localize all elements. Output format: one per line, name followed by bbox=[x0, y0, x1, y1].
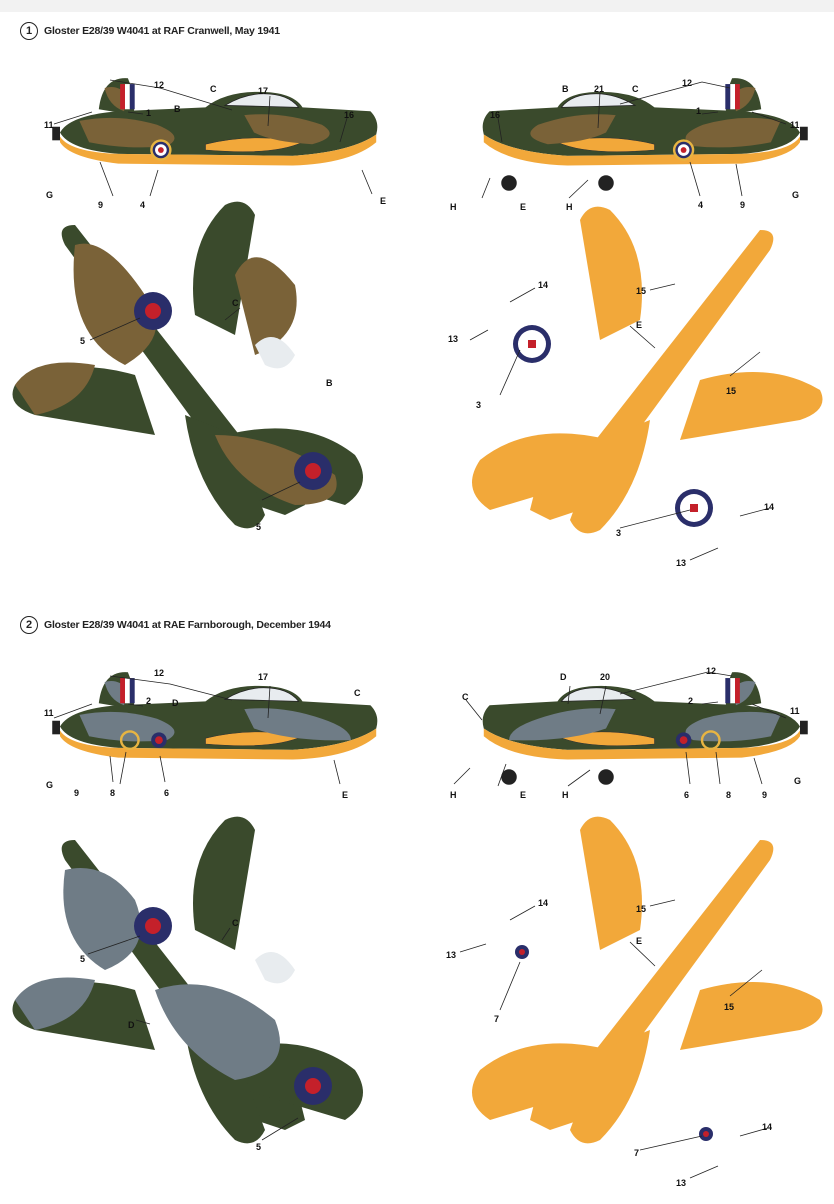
callout: E bbox=[520, 790, 526, 800]
callout: 12 bbox=[682, 78, 692, 88]
callout: 12 bbox=[706, 666, 716, 676]
top-strip bbox=[0, 0, 834, 12]
callout: 20 bbox=[600, 672, 610, 682]
scheme-2-header: 2 Gloster E28/39 W4041 at RAE Farnboroug… bbox=[20, 614, 331, 636]
callout: 8 bbox=[726, 790, 731, 800]
callout: G bbox=[794, 776, 801, 786]
callout: 4 bbox=[698, 200, 703, 210]
callout: E bbox=[342, 790, 348, 800]
callout: G bbox=[792, 190, 799, 200]
callout: 14 bbox=[762, 1122, 772, 1132]
callout: H bbox=[566, 202, 573, 212]
callout: 17 bbox=[258, 672, 268, 682]
scheme-1-number: 1 bbox=[20, 22, 38, 40]
callout: 13 bbox=[446, 950, 456, 960]
callout: 14 bbox=[538, 280, 548, 290]
callout: C bbox=[462, 692, 469, 702]
scheme-1-header: 1 Gloster E28/39 W4041 at RAF Cranwell, … bbox=[20, 20, 280, 42]
callout: 13 bbox=[676, 558, 686, 568]
callout: 4 bbox=[140, 200, 145, 210]
callout: C bbox=[210, 84, 217, 94]
callout: C bbox=[232, 298, 239, 308]
callout: 9 bbox=[740, 200, 745, 210]
callout: 13 bbox=[676, 1178, 686, 1188]
callout: 2 bbox=[146, 696, 151, 706]
callout: 8 bbox=[110, 788, 115, 798]
callout: B bbox=[174, 104, 181, 114]
callout: 15 bbox=[726, 386, 736, 396]
callout: 3 bbox=[616, 528, 621, 538]
scheme-2-top-view bbox=[12, 816, 363, 1144]
callout: D bbox=[560, 672, 567, 682]
callout: D bbox=[172, 698, 179, 708]
callout: G bbox=[46, 190, 53, 200]
callout: 14 bbox=[538, 898, 548, 908]
scheme-1-left-profile bbox=[52, 77, 378, 167]
callout: H bbox=[450, 202, 457, 212]
scheme-2-number: 2 bbox=[20, 616, 38, 634]
callout: C bbox=[632, 84, 639, 94]
scheme-1-title: Gloster E28/39 W4041 at RAF Cranwell, Ma… bbox=[44, 25, 280, 37]
callout: 16 bbox=[490, 110, 500, 120]
callout: E bbox=[520, 202, 526, 212]
scheme-2-title: Gloster E28/39 W4041 at RAE Farnborough,… bbox=[44, 619, 331, 631]
callout: 11 bbox=[44, 708, 54, 718]
callout: 7 bbox=[634, 1148, 639, 1158]
scheme-2-left-profile bbox=[52, 671, 378, 761]
scheme-1-right-profile bbox=[482, 77, 808, 191]
callout: 7 bbox=[494, 1014, 499, 1024]
callout: E bbox=[636, 936, 642, 946]
callout: 6 bbox=[164, 788, 169, 798]
callout: 2 bbox=[688, 696, 693, 706]
callout: 15 bbox=[636, 904, 646, 914]
callout: E bbox=[380, 196, 386, 206]
callout: 11 bbox=[790, 706, 800, 716]
callout: 12 bbox=[154, 80, 164, 90]
callout: 21 bbox=[594, 84, 604, 94]
callout: 9 bbox=[98, 200, 103, 210]
callout: G bbox=[46, 780, 53, 790]
callout: 5 bbox=[80, 336, 85, 346]
callout: 17 bbox=[258, 86, 268, 96]
callout: 12 bbox=[154, 668, 164, 678]
callout: 3 bbox=[476, 400, 481, 410]
callout: 5 bbox=[256, 522, 261, 532]
scheme-1-top-view bbox=[12, 201, 363, 529]
callout: H bbox=[562, 790, 569, 800]
callout: 14 bbox=[764, 502, 774, 512]
callout: E bbox=[636, 320, 642, 330]
callout: 11 bbox=[790, 120, 800, 130]
callout: 15 bbox=[636, 286, 646, 296]
callout: 15 bbox=[724, 1002, 734, 1012]
callout: D bbox=[128, 1020, 135, 1030]
leader-lines bbox=[53, 79, 787, 1179]
callout: 1 bbox=[696, 106, 701, 116]
callout: 16 bbox=[344, 110, 354, 120]
scheme-2-bottom-view bbox=[472, 816, 823, 1144]
callout-labels: 11 12 1 B C 17 16 G 9 4 E B 21 C 12 1 11… bbox=[44, 78, 801, 1188]
callout: 13 bbox=[448, 334, 458, 344]
callout: C bbox=[232, 918, 239, 928]
callout: H bbox=[450, 790, 457, 800]
callout: 5 bbox=[80, 954, 85, 964]
callout: 5 bbox=[256, 1142, 261, 1152]
scheme-1-bottom-view bbox=[472, 206, 823, 534]
callout: 9 bbox=[74, 788, 79, 798]
callout: 1 bbox=[146, 108, 151, 118]
callout: C bbox=[354, 688, 361, 698]
callout: 6 bbox=[684, 790, 689, 800]
scheme-2-right-profile bbox=[482, 671, 808, 785]
callout: 11 bbox=[44, 120, 54, 130]
callout: B bbox=[562, 84, 569, 94]
callout: 9 bbox=[762, 790, 767, 800]
callout: B bbox=[326, 378, 333, 388]
